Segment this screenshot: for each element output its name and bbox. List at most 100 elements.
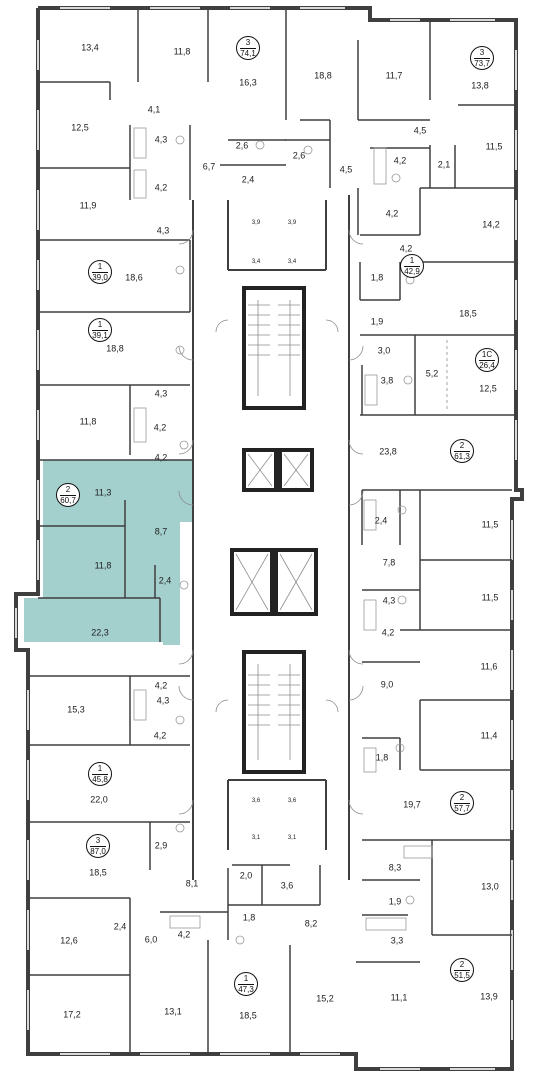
- room-area-label: 11,8: [79, 416, 97, 427]
- apartment-rooms: 1: [238, 974, 254, 985]
- apartment-rooms: 1: [404, 256, 420, 267]
- apartment-area: 45,8: [92, 775, 108, 784]
- room-area-label: 18,8: [314, 70, 332, 81]
- room-area-label: 18,5: [239, 1010, 257, 1021]
- apartment-rooms: 3: [240, 38, 256, 49]
- room-area-label: 4,3: [382, 595, 396, 606]
- room-area-label: 16,3: [239, 77, 257, 88]
- room-area-label: 11,5: [481, 519, 499, 530]
- apartment-rooms: 2: [454, 960, 470, 971]
- apartment-area: 51,5: [454, 971, 470, 980]
- apartment-rooms: 1: [92, 764, 108, 775]
- room-area-label: 4,2: [154, 452, 168, 463]
- room-area-label: 11,5: [481, 592, 499, 603]
- apartment-rooms: 2: [60, 485, 76, 496]
- room-area-label: 14,2: [482, 219, 500, 230]
- room-area-label: 2,4: [374, 515, 388, 526]
- corridor-walls: [192, 195, 350, 880]
- room-area-label: 6,7: [202, 161, 216, 172]
- room-area-label: 3,6: [280, 880, 294, 891]
- apartment-area: 60,7: [60, 496, 76, 505]
- room-area-label: 11,5: [485, 141, 503, 152]
- room-area-label: 18,8: [106, 343, 124, 354]
- stair-treads: [235, 300, 313, 760]
- room-area-label: 23,8: [379, 446, 397, 457]
- room-area-label: 1,9: [388, 896, 402, 907]
- room-area-label: 17,2: [63, 1009, 81, 1020]
- apartment-area: 73,7: [474, 59, 490, 68]
- room-area-label: 2,6: [235, 140, 249, 151]
- room-area-label: 3,9: [287, 220, 297, 226]
- room-area-label: 4,3: [154, 388, 168, 399]
- apartment-rooms: 1: [92, 320, 108, 331]
- room-area-label: 11,4: [480, 730, 498, 741]
- room-area-label: 18,5: [89, 867, 107, 878]
- room-area-label: 4,3: [156, 695, 170, 706]
- room-area-label: 4,5: [413, 125, 427, 136]
- apartment-area: 61,3: [454, 452, 470, 461]
- room-area-label: 8,3: [388, 862, 402, 873]
- room-area-label: 4,2: [154, 182, 168, 193]
- room-area-label: 15,3: [67, 704, 85, 715]
- room-area-label: 11,1: [390, 992, 408, 1003]
- room-area-label: 4,2: [153, 422, 167, 433]
- room-area-label: 8,1: [185, 878, 199, 889]
- room-area-label: 3,1: [251, 835, 261, 841]
- room-area-label: 3,9: [251, 220, 261, 226]
- room-area-label: 3,1: [287, 835, 297, 841]
- room-area-label: 3,4: [251, 259, 261, 265]
- room-area-label: 13,9: [480, 991, 498, 1002]
- room-area-label: 13,4: [81, 42, 99, 53]
- apartment-area: 42,9: [404, 267, 420, 276]
- room-area-label: 6,0: [144, 934, 158, 945]
- room-area-label: 12,5: [71, 122, 89, 133]
- room-area-label: 3,3: [390, 935, 404, 946]
- partitions-left: [28, 8, 331, 1054]
- apartment-area: 87,0: [90, 847, 106, 856]
- room-area-label: 2,0: [239, 870, 253, 881]
- room-area-label: 13,1: [164, 1006, 182, 1017]
- room-area-label: 1,8: [242, 912, 256, 923]
- room-area-label: 18,6: [125, 272, 143, 283]
- stairwell-south: [242, 650, 306, 774]
- room-area-label: 2,4: [241, 174, 255, 185]
- room-area-label: 13,0: [481, 881, 499, 892]
- room-area-label: 3,6: [251, 798, 261, 804]
- apartment-area: 39,1: [92, 331, 108, 340]
- door-swings: [178, 229, 364, 815]
- room-area-label: 19,7: [403, 799, 421, 810]
- room-area-label: 4,5: [339, 164, 353, 175]
- room-area-label: 22,0: [90, 794, 108, 805]
- room-area-label: 4,3: [156, 225, 170, 236]
- room-area-label: 4,1: [147, 104, 161, 115]
- stairwell-north: [242, 286, 306, 410]
- room-area-label: 2,9: [154, 840, 168, 851]
- windows: [15, 7, 517, 1070]
- room-area-label: 9,0: [380, 679, 394, 690]
- room-area-label: 11,6: [480, 661, 498, 672]
- apartment-area: 74,1: [240, 49, 256, 58]
- room-area-label: 8,2: [304, 918, 318, 929]
- room-area-label: 4,3: [154, 134, 168, 145]
- room-area-label: 4,2: [154, 680, 168, 691]
- fixtures: [133, 127, 433, 945]
- room-area-label: 2,6: [292, 150, 306, 161]
- room-area-label: 1,8: [375, 752, 389, 763]
- room-area-label: 3,6: [287, 798, 297, 804]
- room-area-label: 3,0: [377, 345, 391, 356]
- room-area-label: 8,7: [154, 526, 168, 537]
